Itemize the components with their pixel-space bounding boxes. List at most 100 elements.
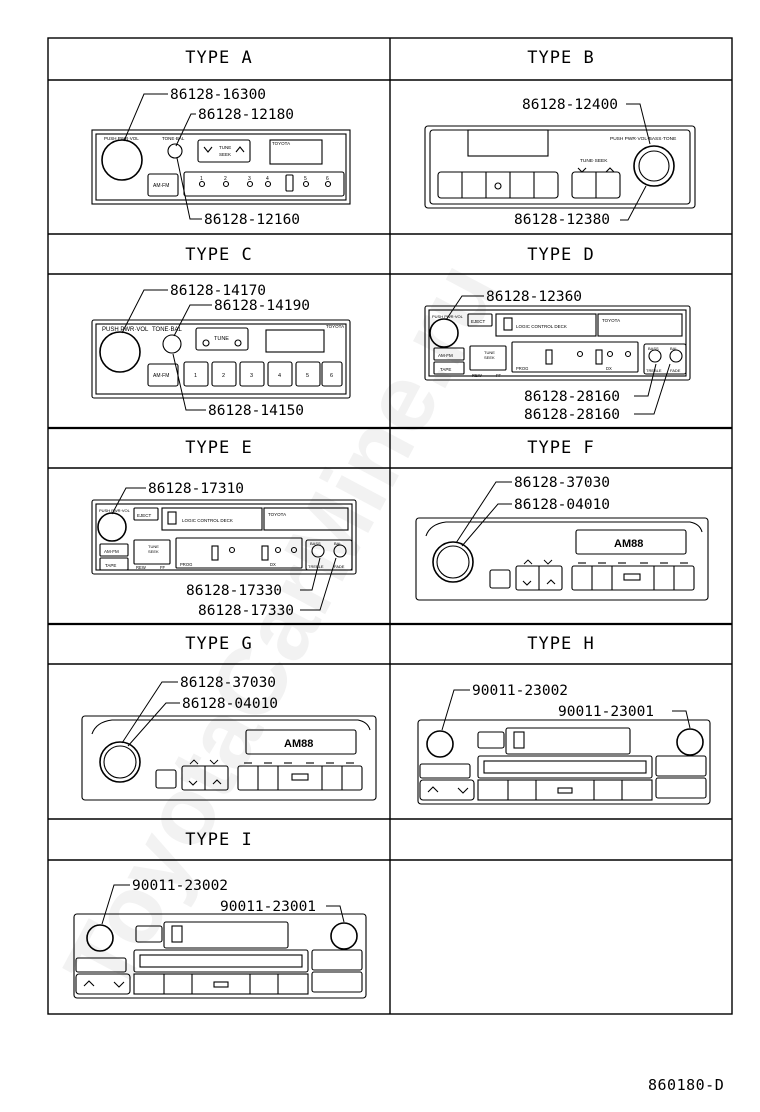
type-c-preset-2: 2 [222,373,225,379]
type-b-tune-seek-label: TUNE·SEEK [580,158,608,164]
type-d-brand-label: TOYOTA [602,318,620,323]
faceplate-labels: PUSH PWR·VOL TONE·BAL TUNE SEEK TOYOTA A… [99,136,681,750]
type-b-radio [424,125,696,209]
watermark-text: ToyotaCarMine.ru [44,245,518,1010]
type-e-rew-label: REW [136,565,146,570]
type-a-title: TYPE A [185,48,253,68]
type-e-title: TYPE E [185,438,253,458]
type-c-leaders [121,289,212,411]
type-i-title: TYPE I [185,830,253,850]
type-a-preset-5: 5 [304,176,307,182]
type-d-part-2: 86128-28160 [524,389,620,405]
type-h-part-2: 90011-23001 [558,704,654,720]
type-g-title: TYPE G [185,634,253,654]
type-d-bass-label: BASS [648,346,659,351]
type-i-part-2: 90011-23001 [220,899,316,915]
type-e-pwr-vol-label: PUSH PWR·VOL [99,508,131,513]
type-b-title: TYPE B [527,48,595,68]
type-g-radio [81,715,377,801]
type-a-amfm-label: AM·FM [153,183,169,189]
type-d-seek-label: SEEK [484,355,495,360]
type-d-fade-label: FADE [670,368,681,373]
type-d-amfm-label: AM·FM [438,353,453,358]
type-a-leaders [123,93,202,220]
type-f-part-2: 86128-04010 [514,497,610,513]
type-d-prog-label: PROG [516,366,528,371]
type-e-treble-label: TREBLE [308,564,324,569]
type-e-leaders [111,487,337,611]
type-a-preset-1: 1 [200,176,203,182]
type-c-radio [91,319,351,399]
type-a-preset-4: 4 [266,176,269,182]
type-i-part-1: 90011-23002 [132,878,228,894]
type-a-preset-6: 6 [326,176,329,182]
type-h-leaders [441,689,691,731]
table-grid [47,37,733,1015]
type-e-ff-label: FF [160,565,166,570]
type-c-preset-3: 3 [250,373,253,379]
type-b-part-1: 86128-12400 [522,97,618,113]
type-e-amfm-label: AM·FM [104,549,119,554]
type-c-preset-6: 6 [330,373,333,379]
type-f-title: TYPE F [527,438,595,458]
type-a-seek-label: SEEK [219,152,231,157]
type-e-prog-label: PROG [180,562,192,567]
type-h-radio [417,719,711,805]
type-g-part-2: 86128-04010 [182,696,278,712]
type-d-rew-label: REW [472,373,482,378]
type-c-part-2: 86128-14190 [214,298,310,314]
type-e-fade-label: FADE [334,564,345,569]
type-c-brand-label: TOYOTA [326,324,344,329]
type-f-display-text: AM88 [614,538,643,550]
type-a-pwr-vol-label: PUSH PWR·VOL [104,136,139,141]
type-c-preset-1: 1 [194,373,197,379]
type-e-part-3: 86128-17330 [198,603,294,619]
type-f-part-1: 86128-37030 [514,475,610,491]
type-e-bass-label: BASS [310,541,321,546]
part-number-labels: 86128-16300 86128-12180 86128-12160 8612… [132,87,654,915]
type-h-title: TYPE H [527,634,595,654]
type-d-title: TYPE D [527,245,595,265]
type-e-tape-label: TAPE [105,563,116,568]
type-b-leaders [620,103,651,221]
type-d-tape-label: TAPE [440,367,451,372]
type-g-leaders [121,681,180,747]
type-b-pwr-vol-label: PUSH PWR·VOL·BASS·TONE [610,136,676,142]
type-f-radio [415,517,709,601]
type-a-preset-3: 3 [248,176,251,182]
type-a-preset-2: 2 [224,176,227,182]
type-d-treble-label: TREBLE [646,368,662,373]
type-c-tune-label: TUNE [214,336,229,342]
type-i-radio [73,913,367,999]
type-h-part-1: 90011-23002 [472,683,568,699]
type-d-eject-label: EJECT [471,319,486,324]
type-c-part-1: 86128-14170 [170,283,266,299]
type-d-ff-label: FF [496,373,502,378]
type-d-pwr-vol-label: PUSH PWR·VOL [432,314,464,319]
type-c-tone-bal-label: TONE·BAL [152,327,183,333]
type-e-bal-label: BAL [334,541,342,546]
type-e-eject-label: EJECT [137,513,152,518]
type-c-pwr-vol-label: PUSH PWR·VOL [102,327,149,333]
type-a-part-2: 86128-12180 [198,107,294,123]
type-d-radio [424,305,691,381]
type-c-amfm-label: AM·FM [153,373,169,379]
type-f-leaders [455,481,512,547]
type-a-part-1: 86128-16300 [170,87,266,103]
type-g-part-1: 86128-37030 [180,675,276,691]
type-i-leaders [101,884,345,925]
type-d-tune-label: TUNE [484,350,495,355]
type-d-deck-label: LOGIC CONTROL DECK [516,324,567,329]
type-d-leaders [445,295,671,415]
type-a-tune-label: TUNE [219,145,231,150]
type-c-part-3: 86128-14150 [208,403,304,419]
type-c-title: TYPE C [185,245,253,265]
type-a-brand-label: TOYOTA [272,141,290,146]
type-b-part-2: 86128-12380 [514,212,610,228]
type-a-part-3: 86128-12160 [204,212,300,228]
type-a-tone-bal-label: TONE·BAL [162,136,185,141]
type-g-display-text: AM88 [284,738,313,750]
type-d-part-3: 86128-28160 [524,407,620,423]
